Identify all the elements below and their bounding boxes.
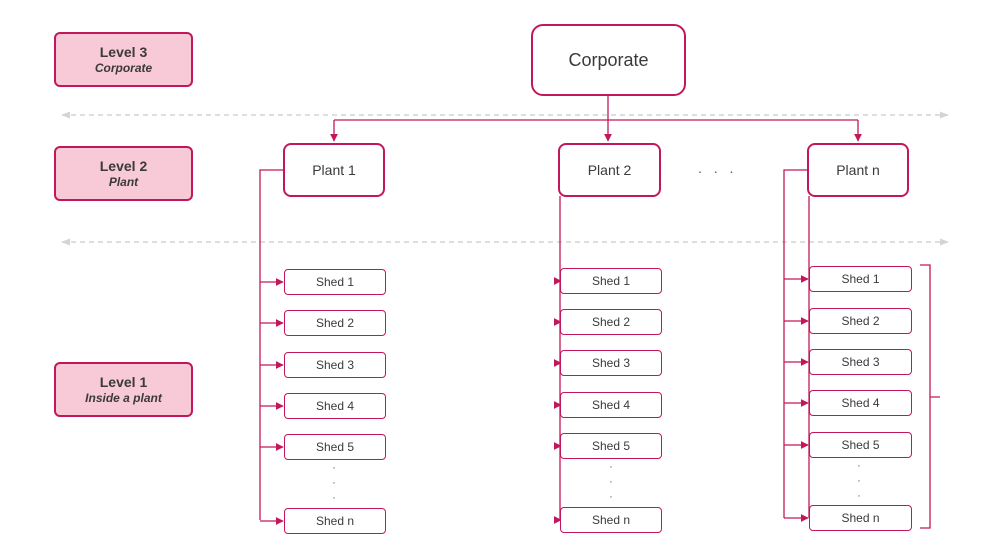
plant-1-shed-4: Shed 4 [284, 393, 386, 419]
plant-n-dot-1: · [857, 460, 861, 472]
plant-2-shed-n: Shed n [560, 507, 662, 533]
plant-2-shed-4: Shed 4 [560, 392, 662, 418]
level-3-subtitle: Corporate [94, 60, 153, 75]
plant-1-shed-2: Shed 2 [284, 310, 386, 336]
plant-1-spine [259, 169, 284, 520]
plant-2-shed-2: Shed 2 [560, 309, 662, 335]
plant-n-node: Plant n [807, 143, 909, 197]
plant-1-shed-5: Shed 5 [284, 434, 386, 460]
plant-gap-ellipsis: . . . [698, 160, 738, 176]
plant-1-label: Plant 1 [312, 162, 356, 178]
plant-2-node: Plant 2 [558, 143, 661, 197]
plant-2-dot-1: · [609, 461, 613, 473]
level-1-title: Level 1 [99, 373, 148, 390]
level-2-subtitle: Plant [108, 174, 139, 189]
level-2-box: Level 2 Plant [54, 146, 193, 201]
plant-2-shed-5: Shed 5 [560, 433, 662, 459]
plant-2-shed-3: Shed 3 [560, 350, 662, 376]
plant-n-label: Plant n [836, 162, 880, 178]
sheds-group-bracket [920, 264, 940, 529]
plant-n-vertical-ellipsis: · · · [854, 459, 864, 504]
level-1-subtitle: Inside a plant [85, 390, 162, 405]
plant-1-shed-n: Shed n [284, 508, 386, 534]
plant-2-shed-1: Shed 1 [560, 268, 662, 294]
plant-n-shed-5: Shed 5 [809, 432, 912, 458]
plant-1-vertical-ellipsis: · · · [329, 461, 339, 506]
plant-1-dot-2: · [332, 477, 336, 489]
plant-n-shed-3: Shed 3 [809, 349, 912, 375]
plant-n-shed-4: Shed 4 [809, 390, 912, 416]
plant-n-spine [783, 169, 808, 518]
level-3-box: Level 3 Corporate [54, 32, 193, 87]
plant-n-shed-n: Shed n [809, 505, 912, 531]
plant-2-dot-2: · [609, 476, 613, 488]
plant-2-dot-3: · [609, 491, 613, 503]
plant-n-shed-1: Shed 1 [809, 266, 912, 292]
plant-n-dot-3: · [857, 490, 861, 502]
plant-1-dot-3: · [332, 492, 336, 504]
level-3-title: Level 3 [99, 43, 148, 60]
level-1-box: Level 1 Inside a plant [54, 362, 193, 417]
plant-2-vertical-ellipsis: · · · [606, 460, 616, 505]
corporate-node: Corporate [531, 24, 686, 96]
plant-2-label: Plant 2 [587, 162, 632, 178]
plant-1-shed-1: Shed 1 [284, 269, 386, 295]
plant-1-shed-3: Shed 3 [284, 352, 386, 378]
level-2-title: Level 2 [99, 157, 148, 174]
plant-1-node: Plant 1 [283, 143, 385, 197]
plant-n-dot-2: · [857, 475, 861, 487]
plant-1-dot-1: · [332, 462, 336, 474]
corporate-label: Corporate [568, 49, 649, 70]
plant-n-shed-2: Shed 2 [809, 308, 912, 334]
